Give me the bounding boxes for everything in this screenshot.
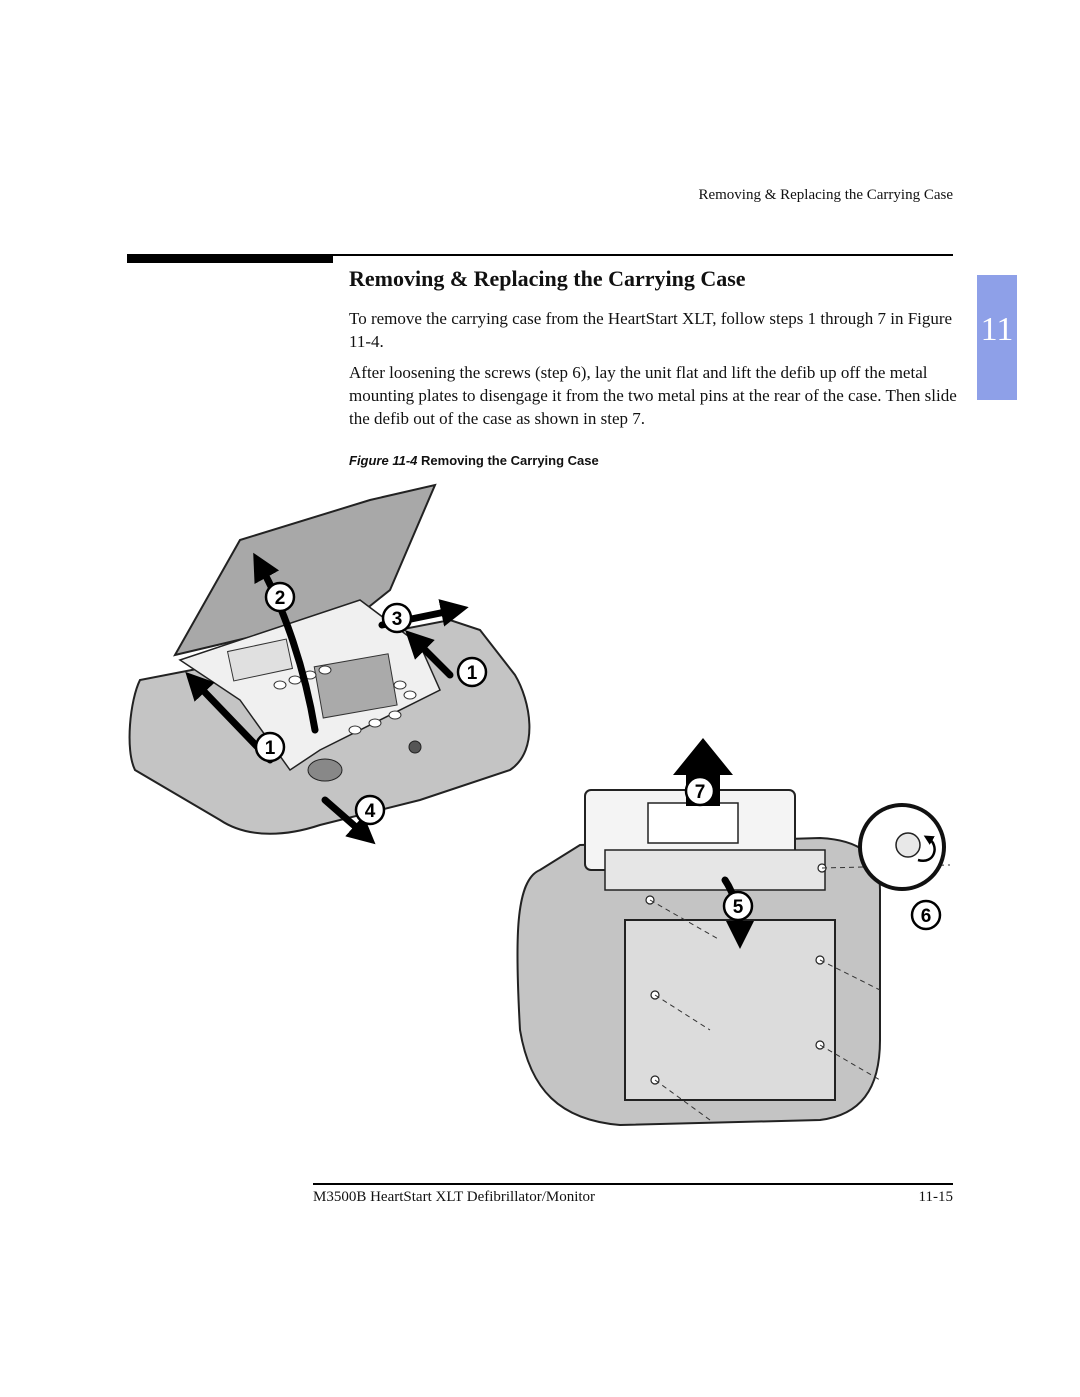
- figure-caption: Figure 11-4 Removing the Carrying Case: [349, 453, 599, 468]
- unit-in-case-drawing: [128, 483, 531, 835]
- callout-step-4: 4: [365, 801, 376, 822]
- screw-detail-head: [895, 832, 921, 858]
- body-paragraph-2: After loosening the screws (step 6), lay…: [349, 363, 957, 428]
- section-title: Removing & Replacing the Carrying Case: [349, 266, 746, 291]
- mounting-plate: [624, 919, 836, 1101]
- callout-step-1-right: 1: [467, 663, 478, 684]
- case-rear-drawing: [516, 789, 951, 1127]
- step-callouts: [254, 581, 942, 931]
- speaker-grille: [307, 758, 343, 782]
- callout-step-5: 5: [733, 897, 744, 918]
- callout-step-1-left: 1: [265, 738, 276, 759]
- carrying-case-illustration: 2 3 1 1 4 7 5 6: [128, 483, 951, 1127]
- footer-rule: [313, 1183, 953, 1185]
- section-rule-thick: [127, 254, 333, 263]
- defib-buttons: [273, 665, 417, 735]
- figure-title: Removing the Carrying Case: [421, 453, 599, 468]
- footer-page-number: 11-15: [918, 1189, 953, 1205]
- chapter-tab-number: 11: [980, 311, 1014, 348]
- figure-number: Figure 11-4: [349, 453, 418, 468]
- arrow-step-4: [321, 796, 376, 845]
- arrow-step-1-right: [405, 630, 454, 679]
- footer-document-title: M3500B HeartStart XLT Defibrillator/Moni…: [313, 1189, 596, 1205]
- defib-knob: [408, 740, 422, 754]
- running-header: Removing & Replacing the Carrying Case: [698, 187, 953, 203]
- body-paragraph-1: To remove the carrying case from the Hea…: [349, 309, 953, 351]
- section-rule-thin: [333, 254, 953, 256]
- screw-detail-arrow: [917, 835, 936, 863]
- arrow-step-2: [253, 552, 319, 734]
- callout-step-2: 2: [275, 588, 286, 609]
- screw-leader-lines: [649, 864, 951, 1121]
- callout-step-7: 7: [695, 782, 706, 803]
- callout-step-6: 6: [921, 906, 932, 927]
- chapter-tab: 11: [977, 275, 1017, 400]
- defib-label-area: [226, 638, 294, 682]
- defib-handle-grip: [647, 802, 739, 844]
- defib-rear-top: [604, 849, 826, 891]
- callout-step-3: 3: [392, 609, 403, 630]
- defib-screen: [313, 653, 398, 719]
- defib-top-panel: [178, 599, 441, 772]
